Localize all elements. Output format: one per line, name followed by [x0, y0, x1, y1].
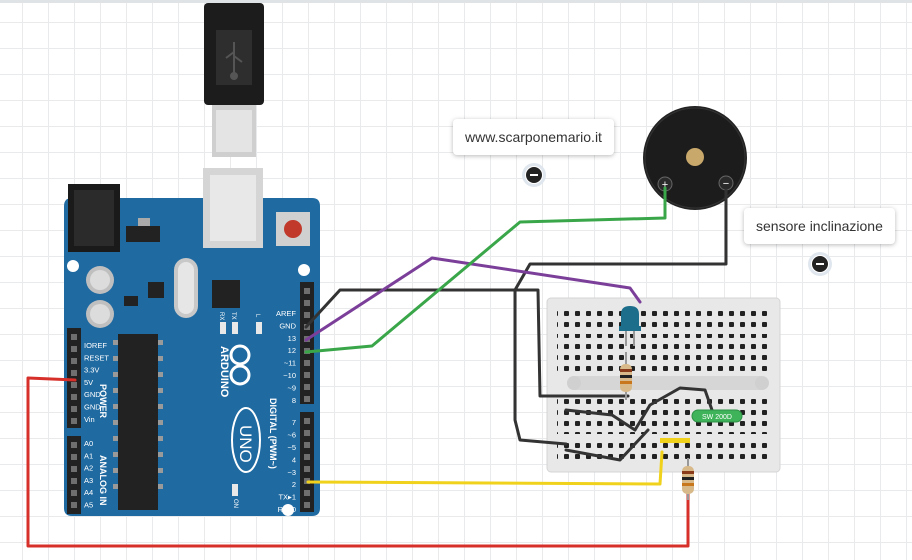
wire-green-pin12[interactable] [304, 186, 667, 354]
power-pin-label-1: RESET [84, 353, 109, 362]
power-pin-label-0: IOREF [84, 341, 107, 350]
yellow-jumper[interactable] [660, 438, 690, 443]
power-pin-label-6: Vin [84, 415, 95, 424]
digital-pin-label-11: 4 [292, 455, 296, 464]
wire-black-buzzer[interactable] [513, 188, 728, 446]
analog-pin-label-5: A5 [84, 501, 93, 510]
l-label: L [254, 314, 260, 318]
breadboard[interactable] [546, 297, 781, 473]
digital-header-low [300, 412, 314, 512]
wire-black-gnd-rail-lower[interactable] [564, 428, 650, 462]
power-pin-label-3: 5V [84, 378, 93, 387]
wire-black-gnd-rail[interactable] [564, 386, 714, 432]
analog-pin-label-2: A2 [84, 464, 93, 473]
wire-purple-pin13[interactable] [304, 256, 642, 342]
digital-pin-label-14: TX▸1 [278, 493, 296, 502]
arduino-logo [229, 344, 251, 386]
on-label: ON [232, 499, 238, 508]
digital-pin-label-8: 7 [292, 418, 296, 427]
website-text: www.scarponemario.it [465, 129, 602, 145]
digital-pin-labels: AREF GND 13 12 ~11 ~10 ~9 8 7 ~6 ~5 4 ~3 2TX▸1RX◂0 [276, 309, 297, 514]
tilt-sensor-callout-pin[interactable] [811, 255, 829, 273]
tilt-switch-label: SW 200D [702, 414, 732, 421]
chip-pins [113, 340, 163, 489]
usb-icon [225, 42, 243, 80]
digital-pin-label-0: AREF [276, 309, 296, 318]
buzzer-minus-label: − [723, 178, 729, 190]
digital-pin-label-1: GND [279, 321, 296, 330]
top-border [0, 0, 912, 3]
analog-pin-label-0: A0 [84, 439, 93, 448]
analog-label: ANALOG IN [98, 455, 108, 506]
power-pin-label-5: GND [84, 403, 101, 412]
analog-pin-label-4: A4 [84, 488, 93, 497]
digital-pin-label-4: ~11 [284, 359, 296, 368]
uno-logo [231, 407, 261, 473]
digital-pin-label-2: 13 [288, 334, 296, 343]
digital-pin-label-15: RX◂0 [278, 505, 296, 514]
tilt-sensor-text: sensore inclinazione [756, 218, 883, 234]
resistor-switch[interactable] [682, 458, 694, 500]
power-pin-labels: IOREF RESET 3.3V 5V GND GND Vin [84, 341, 109, 424]
piezo-buzzer[interactable]: + − [643, 106, 747, 210]
power-header [67, 328, 81, 428]
digital-header-high [300, 282, 314, 404]
tilt-switch-sw200d[interactable]: SW 200D [691, 409, 743, 423]
analog-pin-label-3: A3 [84, 476, 93, 485]
analog-header [67, 436, 81, 514]
wire-black-gnd[interactable] [304, 288, 630, 398]
tx-rx-leds [220, 322, 262, 496]
digital-pin-label-7: 8 [292, 396, 296, 405]
digital-pin-label-12: ~3 [287, 468, 296, 477]
arduino-logo-text: ARDUINO [218, 346, 230, 398]
wires [26, 186, 728, 548]
power-pin-label-4: GND [84, 390, 101, 399]
wire-yellow-pin2[interactable] [306, 450, 664, 486]
tx-label: TX [230, 312, 236, 320]
digital-pin-label-3: 12 [288, 346, 296, 355]
power-pin-label-2: 3.3V [84, 366, 99, 375]
digital-pin-label-10: ~5 [287, 443, 296, 452]
digital-label: DIGITAL (PWM~) [268, 398, 278, 469]
rx-label: RX [218, 312, 224, 320]
website-callout[interactable]: www.scarponemario.it [453, 119, 614, 155]
digital-pin-label-6: ~9 [287, 383, 296, 392]
uno-model-text: UNO [236, 425, 255, 463]
digital-pin-label-9: ~6 [287, 431, 296, 440]
led-blue[interactable] [619, 306, 641, 346]
tilt-sensor-callout[interactable]: sensore inclinazione [744, 208, 895, 244]
website-callout-pin[interactable] [525, 166, 543, 184]
digital-pin-label-5: ~10 [283, 371, 296, 380]
wire-red-5v[interactable] [26, 376, 690, 548]
buzzer-plus-label: + [662, 179, 668, 191]
digital-pin-label-13: 2 [292, 480, 296, 489]
usb-cable[interactable] [204, 3, 264, 157]
power-label: POWER [98, 384, 108, 419]
resistor-led[interactable] [620, 352, 632, 400]
analog-pin-label-1: A1 [84, 451, 93, 460]
arduino-uno-board[interactable]: ARDUINO UNO DIGITAL (PWM~) POWER ANALOG … [64, 168, 320, 516]
